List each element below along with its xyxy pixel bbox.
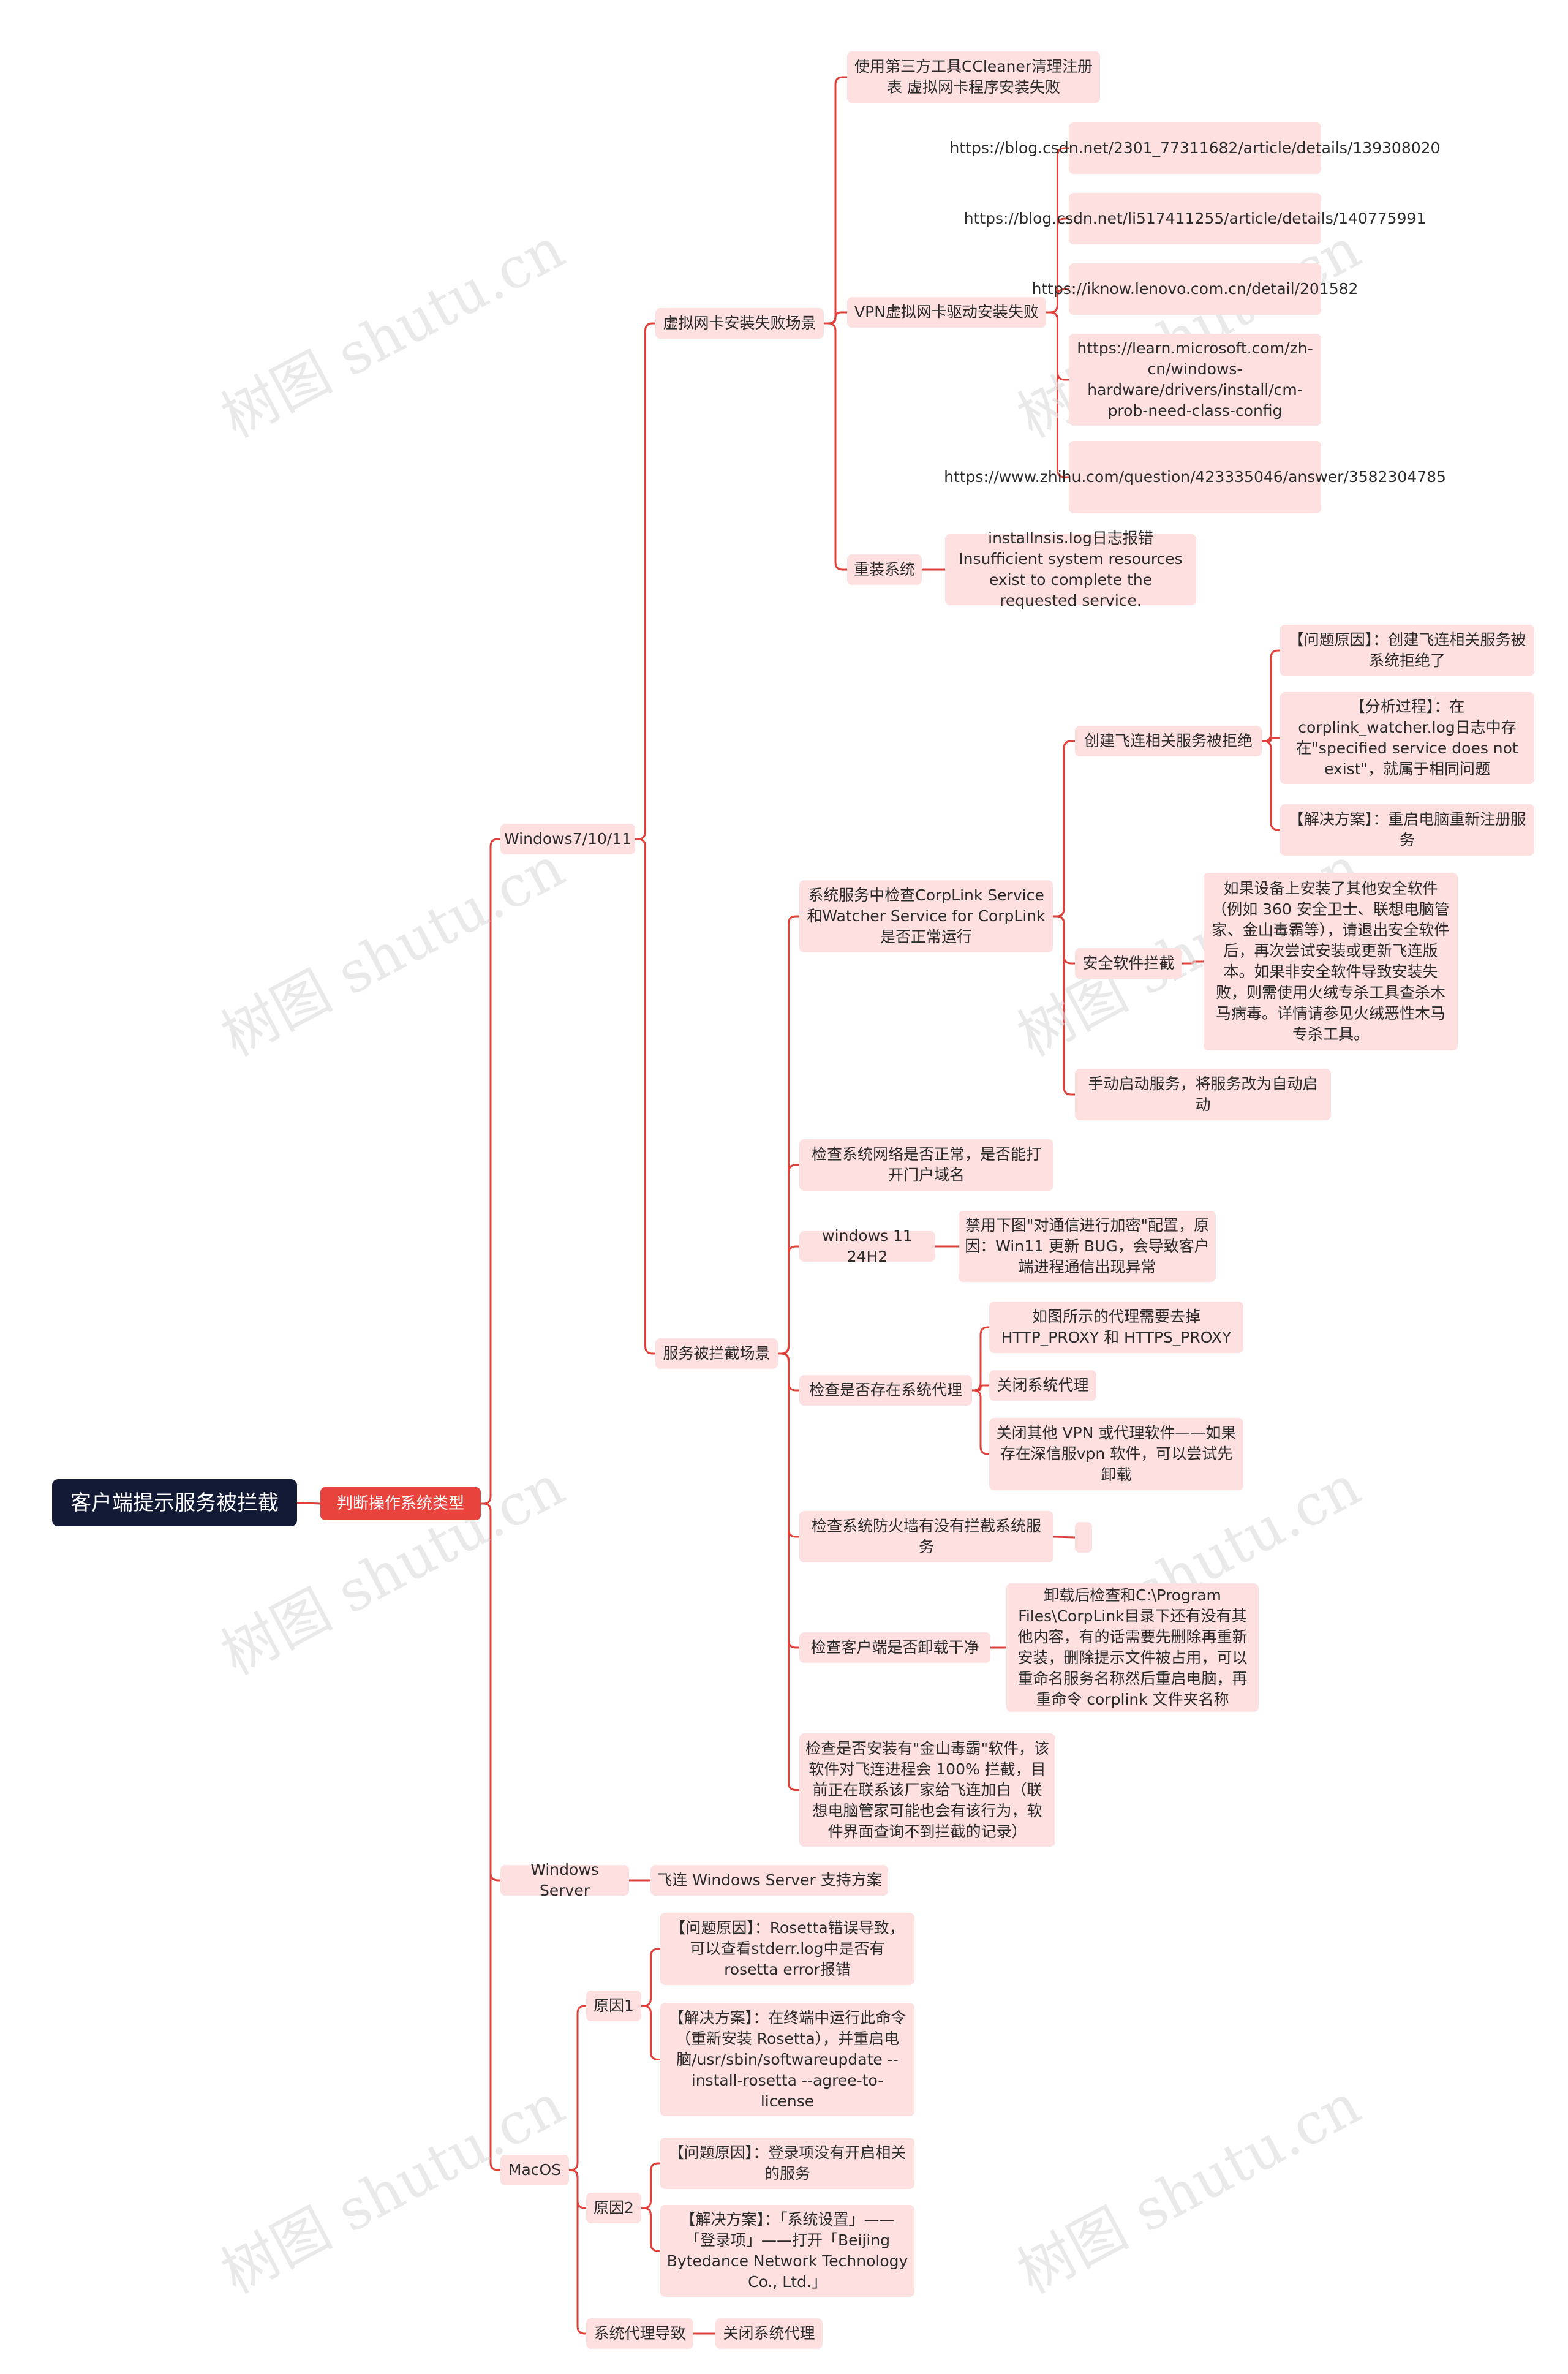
connector-line [641,1948,660,2007]
empty-node[interactable] [1075,1522,1092,1553]
security-detail-node[interactable]: 如果设备上安装了其他安全软件（例如 360 安全卫士、联想电脑管家、金山毒霸等）… [1204,873,1458,1050]
firewall-check-node[interactable]: 检查系统防火墙有没有拦截系统服务 [799,1511,1054,1562]
connector-line [972,1384,989,1392]
win11-node[interactable]: windows 11 24H2 [799,1227,935,1265]
level1-node[interactable]: 判断操作系统类型 [320,1487,481,1520]
proxy-item-node[interactable]: 关闭系统代理 [989,1370,1096,1401]
connector-line [635,322,655,840]
connector-line [972,1326,989,1392]
connector-line [1053,915,1075,1096]
jinshan-check-node[interactable]: 检查是否安装有"金山毒霸"软件，该软件对飞连进程会 100% 拦截，目前正在联系… [799,1733,1055,1847]
link-node[interactable]: https://blog.csdn.net/2301_77311682/arti… [950,122,1440,174]
windows-server-solution-node[interactable]: 飞连 Windows Server 支持方案 [650,1865,888,1896]
mac-proxy-node[interactable]: 系统代理导致 [586,2318,693,2349]
link-node[interactable]: https://iknow.lenovo.com.cn/detail/20158… [1032,263,1358,315]
network-check-node[interactable]: 检查系统网络是否正常，是否能打开门户域名 [799,1139,1054,1191]
connector-line [641,2207,660,2252]
problem-cause-node[interactable]: 【问题原因】：创建飞连相关服务被系统拒绝了 [1280,625,1534,676]
uninstall-detail-node[interactable]: 卸载后检查和C:\Program Files\CorpLink目录下还有没有其他… [1006,1583,1259,1712]
connector-line [1262,649,1280,742]
link-node[interactable]: https://blog.csdn.net/li517411255/articl… [964,193,1426,244]
mac-reason1-node[interactable]: 原因1 [586,1991,641,2021]
mac-reason2-node[interactable]: 原因2 [586,2193,641,2223]
proxy-item-node[interactable]: 如图所示的代理需要去掉HTTP_PROXY 和 HTTPS_PROXY [989,1302,1243,1353]
mac-reason2-cause-node[interactable]: 【问题原因】：登录项没有开启相关的服务 [660,2138,914,2189]
os-macos-node[interactable]: MacOS [500,2155,569,2185]
root-node[interactable]: 客户端提示服务被拦截 [52,1479,297,1526]
connector-line [972,1389,989,1455]
create-denied-node[interactable]: 创建飞连相关服务被拒绝 [1075,726,1262,756]
connector-line [481,1502,500,2171]
connector-line [1182,960,1204,965]
link-node[interactable]: https://www.zhihu.com/question/423335046… [944,441,1446,513]
connector-line [824,76,847,325]
win11-detail-node[interactable]: 禁用下图"对通信进行加密"配置，原因：Win11 更新 BUG，会导致客户端进程… [959,1211,1216,1282]
connector-line [641,2162,660,2209]
connector-line [1262,740,1280,831]
connector-line [296,1502,321,1505]
ccleaner-node[interactable]: 使用第三方工具CCleaner清理注册表 虚拟网卡程序安装失败 [847,51,1100,103]
solution-node[interactable]: 【解决方案】：重启电脑重新注册服务 [1280,804,1534,856]
connector-line [635,838,655,1355]
proxy-check-node[interactable]: 检查是否存在系统代理 [799,1375,972,1406]
os-windows-node[interactable]: Windows7/10/11 [500,824,635,854]
mac-reason1-solution-node[interactable]: 【解决方案】：在终端中运行此命令（重新安装 Rosetta），并重启电脑/usr… [660,2003,914,2116]
reinstall-detail-node[interactable]: installnsis.log日志报错Insufficient system r… [945,529,1196,609]
os-windows-server-node[interactable]: Windows Server [500,1861,629,1899]
connector-line [778,1245,799,1355]
reinstall-node[interactable]: 重装系统 [847,554,922,585]
connector-line [824,311,847,325]
service-blocked-scenario-node[interactable]: 服务被拦截场景 [655,1338,778,1369]
mac-reason2-solution-node[interactable]: 【解决方案】：「系统设置」——「登录项」——打开「Beijing Bytedan… [660,2205,914,2297]
connector-line [569,2005,586,2171]
connector-line [1053,740,1075,918]
vpn-driver-node[interactable]: VPN虚拟网卡驱动安装失败 [847,297,1046,328]
mac-reason1-cause-node[interactable]: 【问题原因】：Rosetta错误导致，可以查看stderr.log中是否有ros… [660,1913,914,1985]
connector-line [641,2005,660,2060]
connector-line [778,1352,799,1791]
connector-line [824,322,847,571]
proxy-item-node[interactable]: 关闭其他 VPN 或代理软件——如果存在深信服vpn 软件，可以尝试先卸载 [989,1418,1243,1490]
connector-line [481,838,500,1505]
manual-start-node[interactable]: 手动启动服务，将服务改为自动启动 [1075,1069,1331,1120]
connector-line [1262,737,1280,742]
analysis-node[interactable]: 【分析过程】：在corplink_watcher.log日志中存在"specif… [1280,692,1534,784]
connector-line [569,2169,586,2335]
mac-close-proxy-node[interactable]: 关闭系统代理 [715,2318,823,2349]
connector-line [1046,311,1069,478]
uninstall-check-node[interactable]: 检查客户端是否卸载干净 [799,1632,990,1663]
check-service-node[interactable]: 系统服务中检查CorpLink Service 和Watcher Service… [799,880,1053,952]
virtual-nic-scenario-node[interactable]: 虚拟网卡安装失败场景 [655,308,824,339]
link-node[interactable]: https://learn.microsoft.com/zh-cn/window… [1069,334,1321,426]
security-block-node[interactable]: 安全软件拦截 [1075,948,1182,979]
